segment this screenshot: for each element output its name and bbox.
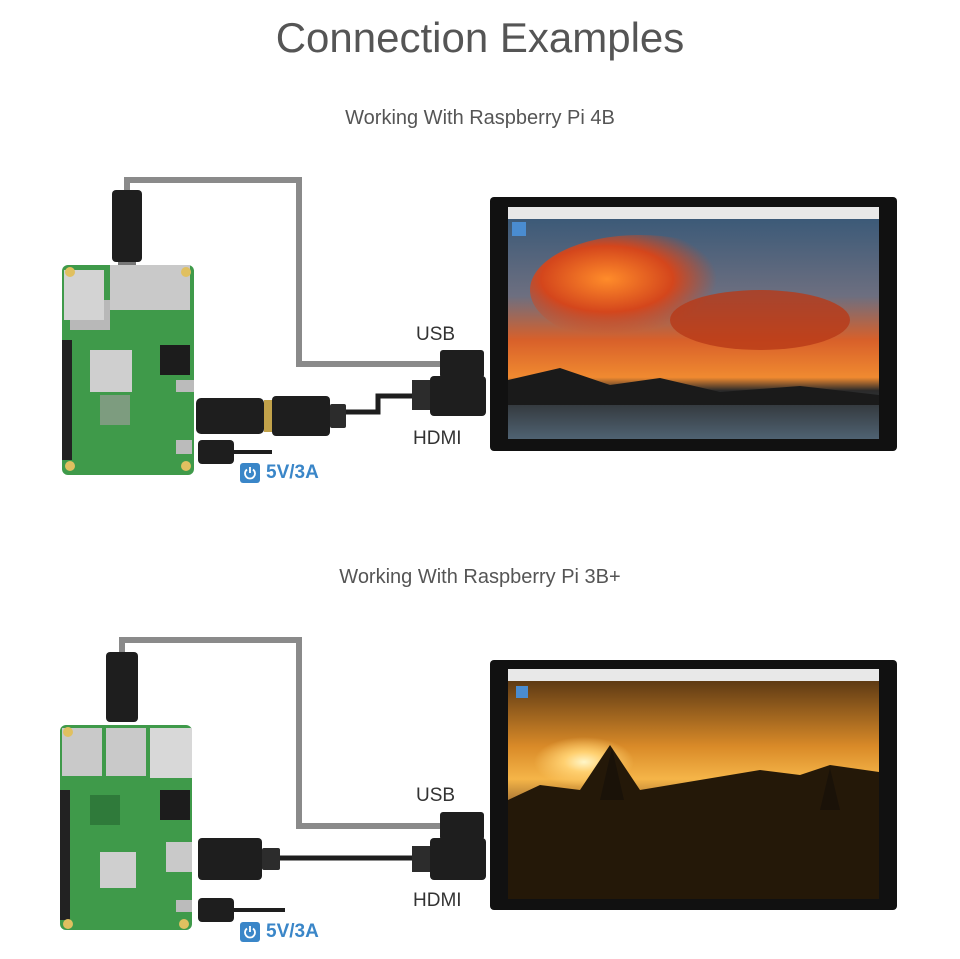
hdmi-cable [345, 393, 412, 415]
usb-cable-2 [119, 637, 440, 829]
monitor-1 [490, 197, 897, 451]
hdmi-label-2: HDMI [413, 890, 462, 911]
power-icon [240, 463, 260, 483]
power-plug [198, 440, 234, 464]
usb-plug-2 [106, 652, 138, 722]
hdmi-plug-monitor [412, 380, 430, 410]
usb-plug [112, 190, 142, 262]
section-heading-pi4b: Working With Raspberry Pi 4B [345, 107, 615, 129]
section-heading-pi3b: Working With Raspberry Pi 3B+ [339, 566, 621, 588]
raspberry-pi-3b-board [60, 725, 192, 930]
hdmi-plug-2 [198, 838, 262, 880]
power-icon [240, 922, 260, 942]
power-plug-2 [198, 898, 234, 922]
usb-label: USB [416, 324, 456, 345]
page-title: Connection Examples [275, 14, 685, 61]
usb-plug-monitor [440, 350, 484, 378]
monitor-2 [490, 660, 897, 910]
power-indicator-2: 5V/3A [240, 921, 319, 943]
raspberry-pi-4b-board [62, 265, 194, 475]
power-label-2: 5V/3A [266, 921, 319, 942]
hdmi-adapter [196, 398, 264, 434]
usb-label-2: USB [416, 785, 456, 806]
power-label: 5V/3A [266, 462, 319, 483]
power-indicator: 5V/3A [240, 462, 319, 484]
hdmi-label: HDMI [413, 428, 462, 449]
